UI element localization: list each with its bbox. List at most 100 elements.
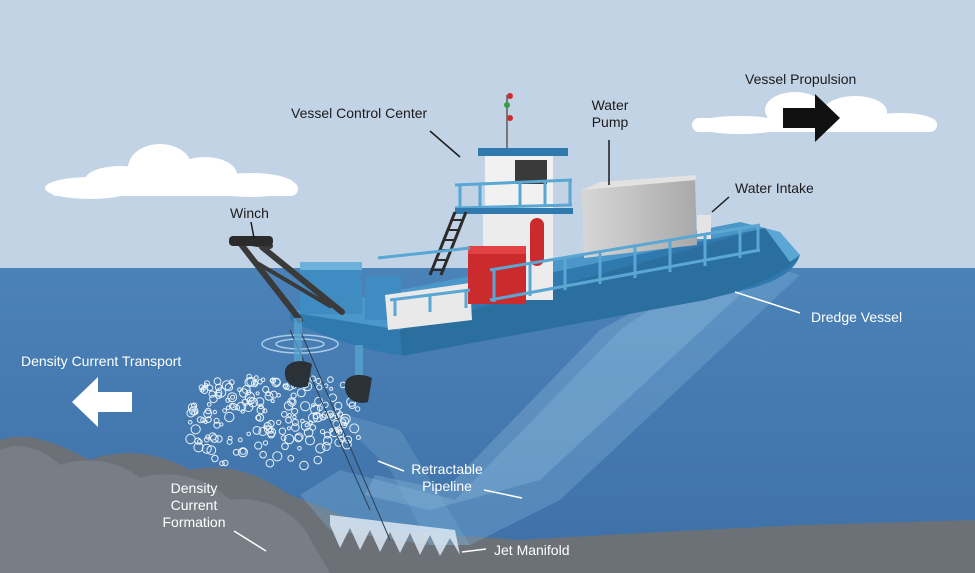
label-water-pump-line1: Water <box>591 97 629 113</box>
bubble <box>300 421 311 431</box>
bubble <box>316 384 323 391</box>
bubble <box>204 383 208 388</box>
bubble <box>253 375 259 381</box>
bubble <box>229 402 235 409</box>
bubble <box>227 435 233 441</box>
leader-retractable-bottom <box>483 489 523 499</box>
leader-lines <box>250 130 730 239</box>
bubble <box>290 392 297 399</box>
bubble <box>252 426 262 435</box>
bubble <box>265 458 275 468</box>
bubble <box>214 383 223 391</box>
bubble <box>264 425 273 434</box>
bubble <box>320 429 326 435</box>
bubble <box>305 435 315 446</box>
bubble <box>334 401 343 410</box>
bubble <box>186 408 196 418</box>
cabin-door-red <box>530 218 544 266</box>
upper-railing <box>454 178 573 210</box>
bubble <box>219 460 225 467</box>
bubble <box>187 420 193 425</box>
bubble <box>208 432 217 441</box>
bubble <box>225 405 231 411</box>
label-vessel-control-center: Vessel Control Center <box>291 105 428 121</box>
label-formation-line1: Density <box>170 480 218 496</box>
bubble <box>224 411 235 423</box>
bubble <box>258 403 264 410</box>
bubble <box>283 383 290 390</box>
bubble <box>256 405 265 415</box>
bubble <box>196 416 204 424</box>
bubble <box>199 387 205 393</box>
bubble <box>230 394 236 400</box>
label-formation-line3: Formation <box>162 514 226 530</box>
bubble <box>286 426 291 431</box>
bubble <box>281 442 289 451</box>
pipeline-arm-left <box>330 410 470 545</box>
bubble <box>191 402 198 409</box>
bubble <box>297 446 302 451</box>
bubble <box>237 387 243 393</box>
bubble <box>323 431 331 439</box>
bubble <box>222 408 228 414</box>
bubble <box>355 435 361 440</box>
bubble <box>276 393 281 398</box>
bubble <box>203 436 210 443</box>
cloud-left <box>45 144 298 199</box>
arrow-right-icon <box>783 94 840 142</box>
bubble <box>321 442 331 451</box>
leader-jet-manifold <box>461 548 487 553</box>
bubble <box>269 378 275 384</box>
bubble <box>224 383 234 392</box>
bubble <box>255 414 262 421</box>
bubble <box>337 429 343 435</box>
bubble <box>313 455 323 465</box>
bubble <box>312 411 320 420</box>
retractable-pipeline <box>300 255 800 545</box>
bubble <box>281 411 288 418</box>
jet-manifold <box>330 515 460 556</box>
bubble <box>259 450 267 459</box>
bubble <box>354 406 361 412</box>
bubble <box>226 438 233 445</box>
bubble <box>206 445 217 456</box>
cabin-roof <box>478 148 568 156</box>
label-formation-line2: Current <box>170 497 218 513</box>
label-density-current-transport: Density Current Transport <box>21 353 182 369</box>
upper-deck-plate <box>455 208 573 214</box>
bubble <box>314 396 324 406</box>
bubble <box>212 409 218 415</box>
bubble <box>227 392 238 403</box>
bubble <box>300 401 311 412</box>
bubble <box>200 386 209 394</box>
bubble <box>201 443 212 454</box>
bubble <box>294 434 303 443</box>
leader-retractable-top <box>377 460 405 472</box>
label-dredge-vessel: Dredge Vessel <box>811 309 903 325</box>
label-retractable-line2: Pipeline <box>422 478 472 494</box>
leader-winch <box>250 221 255 239</box>
label-retractable-pipeline: Retractable Pipeline <box>404 461 490 495</box>
bubble <box>312 412 323 423</box>
bubble <box>272 451 283 462</box>
bubble <box>291 418 299 426</box>
ladder <box>428 211 468 276</box>
bubble <box>276 419 282 426</box>
bubble <box>285 416 292 424</box>
winch-cable <box>289 329 391 541</box>
discharge-pipes <box>284 318 372 403</box>
bubble <box>264 391 274 401</box>
bubble <box>239 447 247 455</box>
leader-lines-light <box>233 291 801 553</box>
bubble <box>270 399 275 404</box>
bubble <box>196 439 203 445</box>
label-density-current-formation: Density Current Formation <box>156 480 232 531</box>
bubble <box>268 427 274 434</box>
bubble <box>315 378 322 384</box>
bubble <box>246 373 252 380</box>
bubble <box>287 454 295 462</box>
bubble <box>278 427 287 435</box>
bubble <box>211 454 219 463</box>
